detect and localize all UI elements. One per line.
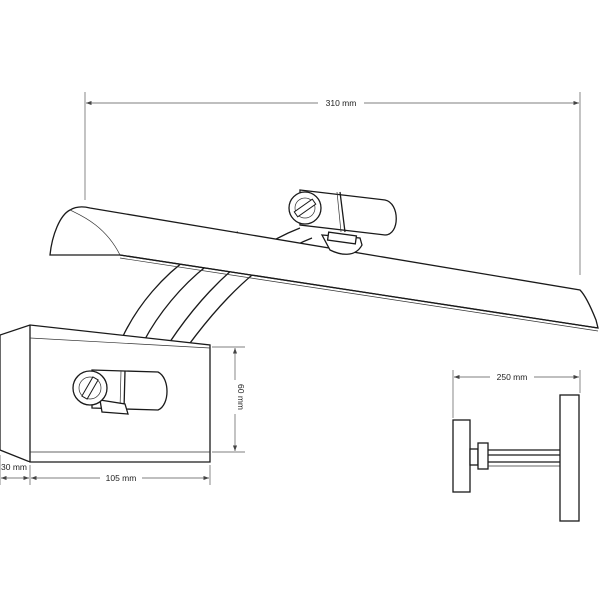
- label-105mm: 105 mm: [106, 473, 137, 483]
- dimension-overall-width: 310 mm: [84, 92, 581, 275]
- top-clamp: [288, 189, 397, 255]
- label-250mm: 250 mm: [497, 372, 528, 382]
- label-60mm: 60 mm: [236, 384, 246, 410]
- side-view: 250 mm: [452, 370, 581, 522]
- dimension-plate-depth-width: 30 mm 105 mm: [0, 455, 211, 485]
- lamp-shade: [49, 206, 599, 332]
- dimension-plate-height: 60 mm: [212, 346, 246, 453]
- label-310mm: 310 mm: [326, 98, 357, 108]
- label-30mm: 30 mm: [1, 462, 27, 472]
- lower-joint: [72, 369, 168, 415]
